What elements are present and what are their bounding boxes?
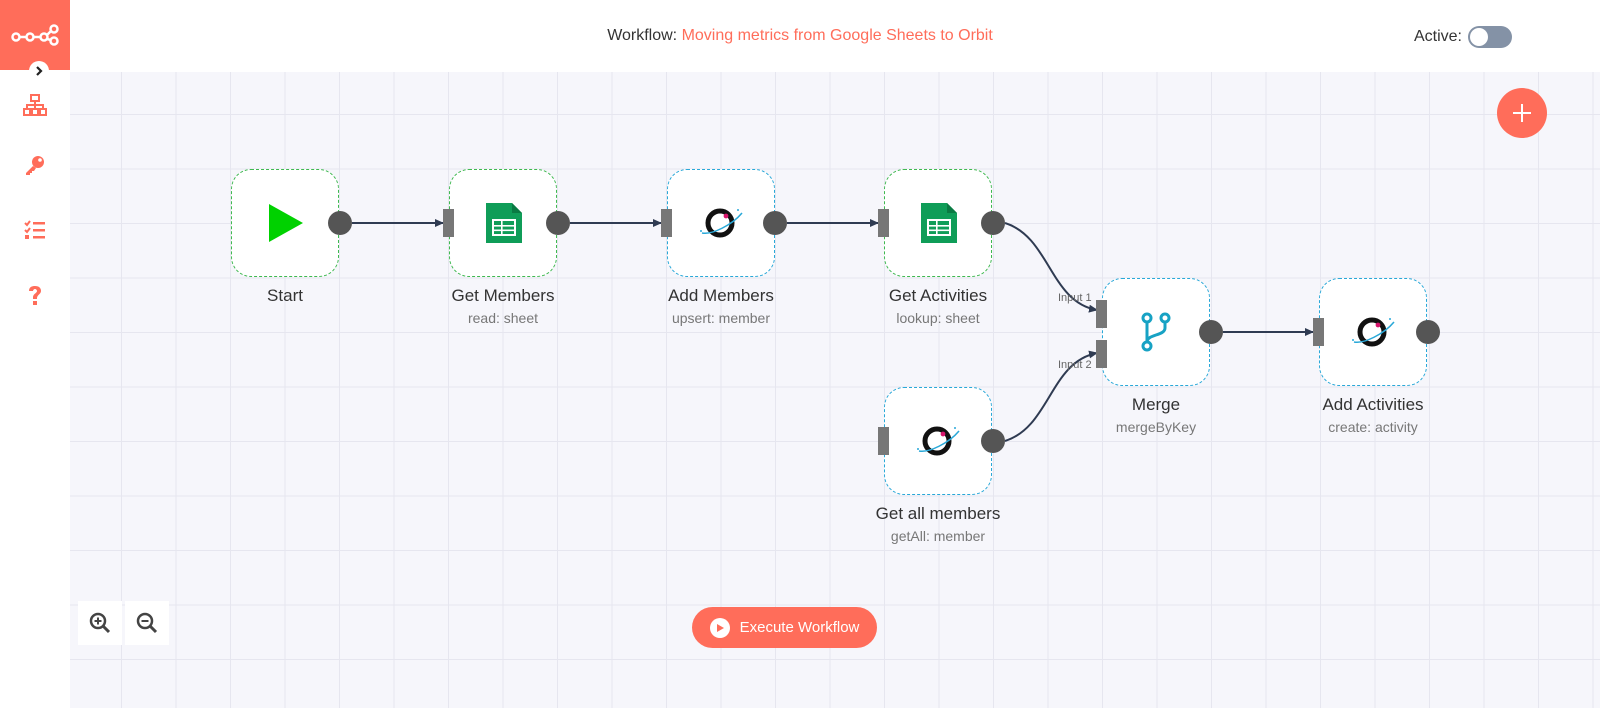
node-label: Get Members (451, 286, 555, 305)
node-subtitle: getAll: member (890, 528, 986, 544)
n8n-logo[interactable] (0, 0, 70, 70)
merge-icon (1141, 312, 1171, 352)
node-label: Add Members (668, 286, 774, 305)
input-port-1[interactable] (1096, 300, 1107, 328)
node-icon-wrap (885, 170, 991, 276)
n8n-logo-icon (11, 24, 59, 46)
active-toggle[interactable] (1468, 26, 1512, 48)
node-icon-wrap (450, 170, 556, 276)
node-get-activities[interactable] (884, 169, 992, 277)
workflow-label: Workflow: (607, 27, 678, 44)
node-label: Add Activities (1322, 395, 1424, 414)
input-port[interactable] (443, 209, 454, 237)
plus-icon (1513, 104, 1531, 122)
node-label: Get Activities (888, 286, 988, 305)
add-node-button[interactable] (1497, 88, 1547, 138)
expand-sidebar-button[interactable] (29, 61, 49, 81)
output-port[interactable] (328, 211, 352, 235)
node-subtitle: mergeByKey (1115, 419, 1197, 435)
input-port[interactable] (1313, 318, 1324, 346)
active-control: Active: (1414, 26, 1512, 48)
node-add-activities[interactable] (1319, 278, 1427, 386)
output-port[interactable] (981, 429, 1005, 453)
node-subtitle: read: sheet (467, 310, 539, 326)
zoom-out-icon (136, 612, 158, 634)
node-label: Get all members (875, 504, 1001, 523)
node-subtitle: create: activity (1328, 419, 1418, 435)
sidebar-item-help[interactable] (20, 281, 50, 311)
output-port[interactable] (1416, 320, 1440, 344)
sidebar-item-credentials[interactable] (20, 150, 50, 180)
input-label-2: Input 2 (1058, 359, 1092, 371)
orbit-icon (1352, 317, 1395, 347)
node-icon-wrap (885, 388, 991, 494)
execute-workflow-button[interactable]: Execute Workflow (692, 607, 877, 648)
workflow-title: Workflow: Moving metrics from Google She… (70, 27, 1530, 45)
key-icon (26, 156, 44, 175)
node-icon-wrap (668, 170, 774, 276)
edge-get-activities-merge[interactable] (1004, 222, 1098, 313)
node-start[interactable] (231, 169, 339, 277)
input-port-2[interactable] (1096, 340, 1107, 368)
edge-get-all-members-merge[interactable] (1004, 350, 1098, 442)
toggle-knob (1470, 28, 1488, 46)
node-get-members[interactable] (449, 169, 557, 277)
input-port[interactable] (878, 209, 889, 237)
node-icon-wrap (1320, 279, 1426, 385)
workflow-canvas[interactable]: Start Get Members read: sheet (70, 72, 1600, 708)
node-icon-wrap (232, 170, 338, 276)
node-label: Start (267, 286, 303, 305)
node-subtitle: upsert: member (671, 310, 771, 326)
active-label: Active: (1413, 28, 1462, 45)
execute-workflow-label: Execute Workflow (739, 619, 860, 636)
node-subtitle: lookup: sheet (896, 310, 980, 326)
play-circle-icon (709, 617, 730, 638)
sidebar (0, 0, 70, 708)
workflow-name[interactable]: Moving metrics from Google Sheets to Orb… (681, 27, 993, 44)
chevron-right-icon (36, 66, 43, 76)
node-icon-wrap (1103, 279, 1209, 385)
play-icon (716, 623, 724, 632)
zoom-in-icon (89, 612, 111, 634)
orbit-icon (917, 426, 960, 456)
node-get-all-members[interactable] (884, 387, 992, 495)
connections (352, 219, 1314, 442)
input-label-1: Input 1 (1058, 292, 1092, 304)
network-icon (23, 94, 47, 116)
output-port[interactable] (981, 211, 1005, 235)
output-port[interactable] (763, 211, 787, 235)
zoom-out-button[interactable] (125, 601, 169, 645)
input-port[interactable] (878, 427, 889, 455)
sidebar-item-executions[interactable] (20, 215, 50, 245)
output-port[interactable] (1199, 320, 1223, 344)
google-sheets-icon (486, 203, 522, 243)
sidebar-item-workflows[interactable] (20, 90, 50, 120)
play-icon (269, 204, 303, 242)
node-merge[interactable] (1102, 278, 1210, 386)
zoom-in-button[interactable] (78, 601, 122, 645)
header: Workflow: Moving metrics from Google She… (70, 0, 1600, 72)
input-port[interactable] (661, 209, 672, 237)
output-port[interactable] (546, 211, 570, 235)
node-add-members[interactable] (667, 169, 775, 277)
node-label: Merge (1131, 395, 1181, 414)
checklist-icon (24, 220, 45, 239)
help-icon (29, 286, 41, 305)
google-sheets-icon (921, 203, 957, 243)
orbit-icon (700, 208, 743, 238)
